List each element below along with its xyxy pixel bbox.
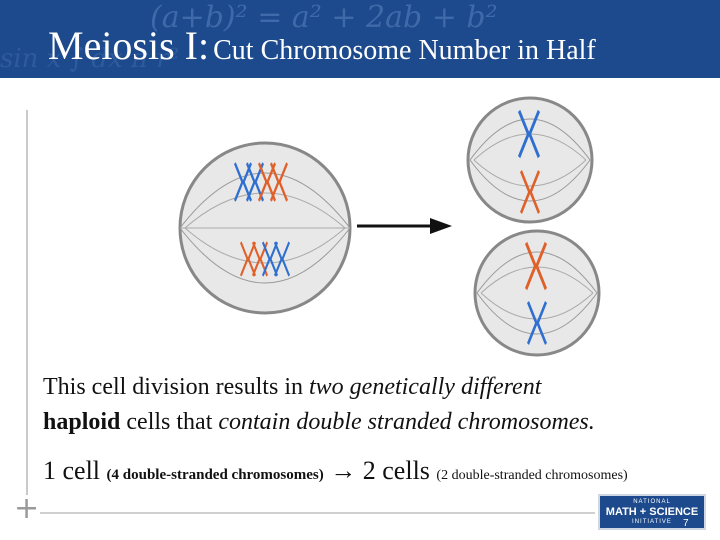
left-divider — [26, 110, 28, 495]
logo-line-3: INITIATIVE — [632, 519, 672, 525]
slide-title-main: Meiosis I: — [48, 23, 210, 68]
daughter-cell-bottom — [473, 229, 601, 357]
body-line-3-b: (4 double-stranded chromosomes) — [106, 467, 324, 483]
meiosis-diagram — [178, 96, 601, 357]
plus-icon: + — [14, 491, 40, 526]
body-line-2-bold: haploid — [43, 409, 121, 435]
body-line-3-arrow: → — [323, 456, 363, 485]
body-line-3-d: (2 double-stranded chromosomes) — [436, 468, 628, 483]
logo-line-2: MATH + SCIENCE — [605, 506, 699, 518]
body-line-3-a: 1 cell — [43, 456, 107, 485]
body-line-3-c: 2 cells — [362, 456, 437, 485]
bottom-divider — [40, 512, 595, 514]
page-number: 7 — [683, 518, 689, 529]
nms-logo: NATIONAL MATH + SCIENCE INITIATIVE — [598, 494, 706, 530]
daughter-cell-top — [466, 96, 594, 224]
slide-title: Meiosis I: Cut Chromosome Number in Half — [48, 22, 596, 69]
body-line-2-italic: contain double stranded chromosomes. — [218, 409, 595, 435]
header-background-formula: (a+b)² = a² + 2ab + b² — [150, 0, 498, 35]
body-line-1: This cell division results in two geneti… — [43, 372, 541, 402]
header-background-formula-2: sin x ∫ dx π r² — [0, 44, 180, 74]
slide-header: (a+b)² = a² + 2ab + b² sin x ∫ dx π r² M… — [0, 0, 720, 78]
logo-line-1: NATIONAL — [633, 499, 671, 505]
parent-cell — [178, 141, 352, 315]
body-line-2: haploid cells that contain double strand… — [43, 407, 595, 437]
division-arrow — [357, 218, 452, 234]
body-line-2-middle: cells that — [120, 409, 219, 435]
body-line-3: 1 cell (4 double-stranded chromosomes) →… — [43, 456, 628, 491]
slide-title-sub: Cut Chromosome Number in Half — [213, 35, 596, 66]
body-line-1-italic: two genetically different — [308, 374, 542, 400]
body-line-1-prefix: This cell division results in — [43, 374, 309, 400]
